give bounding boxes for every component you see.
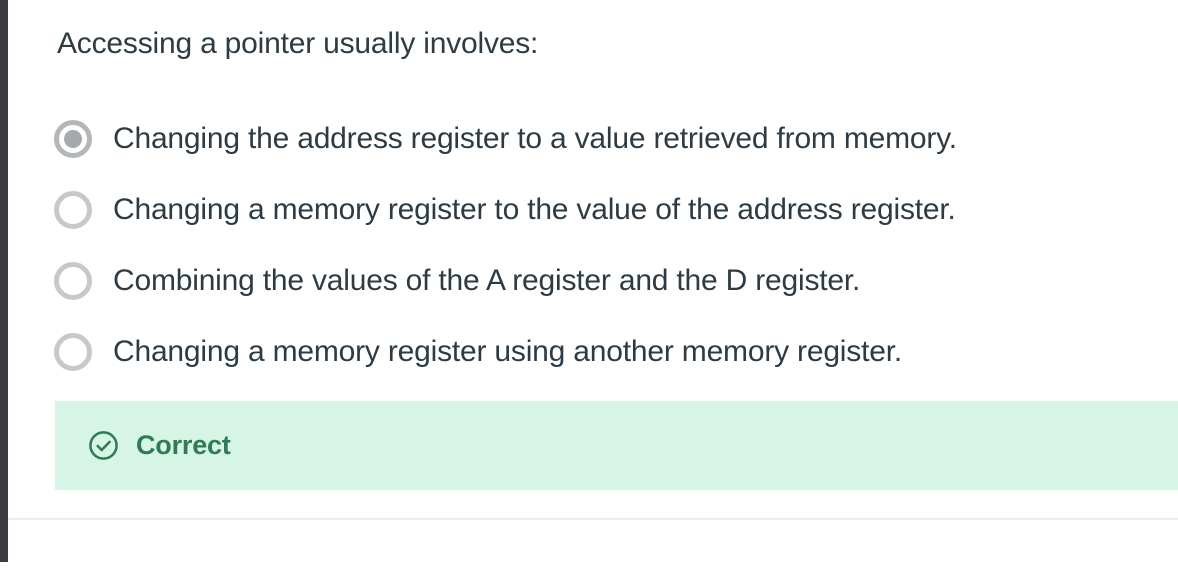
correct-feedback-banner: Correct (55, 401, 1178, 490)
answer-option-label: Changing a memory register to the value … (113, 193, 956, 226)
radio-button-icon[interactable] (54, 333, 92, 371)
answer-options-list: Changing the address register to a value… (54, 119, 957, 403)
answer-option[interactable]: Changing a memory register using another… (54, 332, 957, 372)
answer-option[interactable]: Combining the values of the A register a… (54, 261, 957, 301)
question-title: Accessing a pointer usually involves: (57, 27, 539, 60)
answer-option-label: Combining the values of the A register a… (113, 264, 861, 297)
answer-option-label: Changing a memory register using another… (113, 335, 902, 368)
radio-button-icon[interactable] (54, 120, 92, 158)
left-edge-bar (0, 0, 8, 562)
check-circle-icon (89, 431, 118, 460)
feedback-label: Correct (136, 430, 231, 460)
answer-option[interactable]: Changing a memory register to the value … (54, 190, 957, 230)
radio-button-icon[interactable] (54, 262, 92, 300)
answer-option-label: Changing the address register to a value… (113, 122, 957, 155)
radio-button-icon[interactable] (54, 191, 92, 229)
answer-option[interactable]: Changing the address register to a value… (54, 119, 957, 159)
section-divider (8, 518, 1178, 520)
